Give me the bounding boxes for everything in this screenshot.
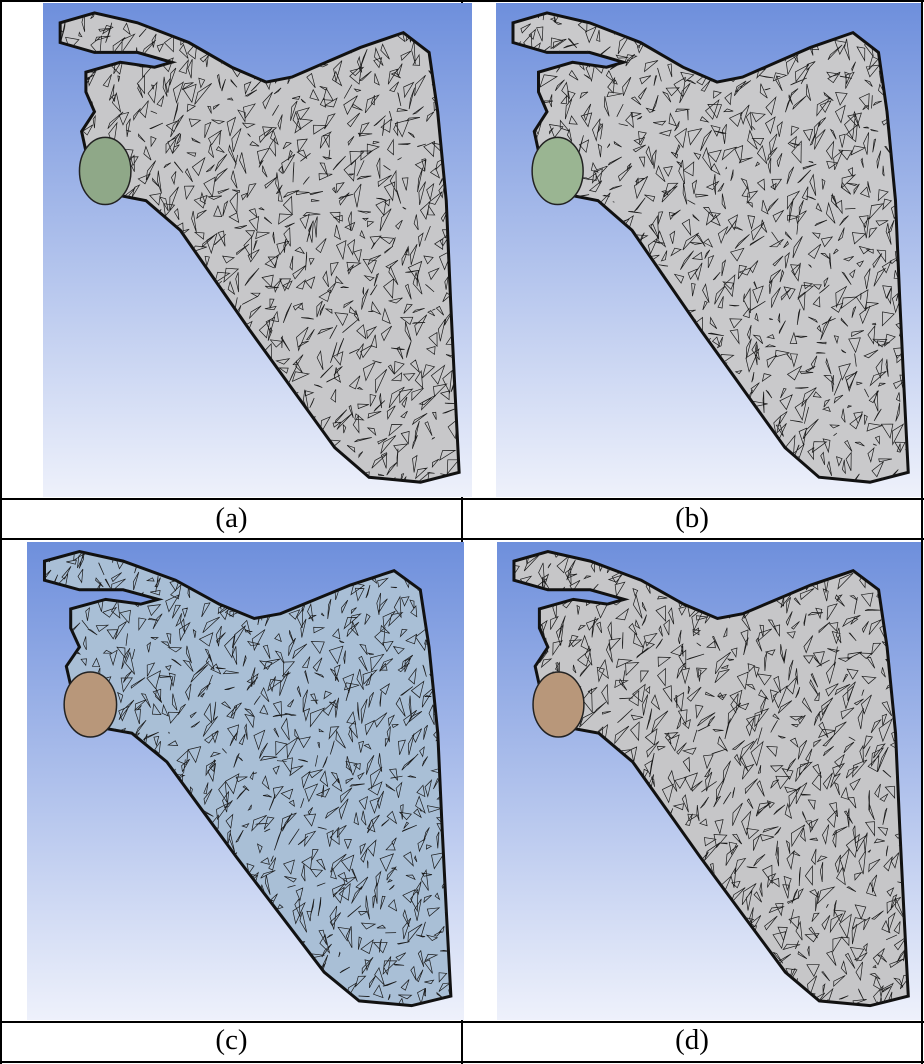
caption-c: (c) <box>215 1024 248 1056</box>
table-column-divider <box>461 0 463 1064</box>
caption-d: (d) <box>675 1024 709 1056</box>
glenoid-head <box>532 671 585 738</box>
caption-b: (b) <box>675 502 709 534</box>
mesh-render <box>497 542 921 1020</box>
panel-a-mesh-image <box>43 3 472 497</box>
mesh-render <box>43 3 472 497</box>
scapula-body <box>512 550 910 1008</box>
table-border-left <box>0 0 2 1064</box>
table-border-right <box>921 0 923 1064</box>
panel-c-mesh-image <box>27 542 464 1020</box>
glenoid-head <box>63 671 118 738</box>
scapula-body <box>511 11 910 484</box>
panel-d-mesh-image <box>497 542 921 1020</box>
mesh-render <box>496 3 921 497</box>
caption-a: (a) <box>215 502 248 534</box>
mesh-render <box>27 542 464 1020</box>
glenoid-head <box>531 136 584 206</box>
panel-b-mesh-image <box>496 3 921 497</box>
glenoid-head <box>78 136 132 206</box>
